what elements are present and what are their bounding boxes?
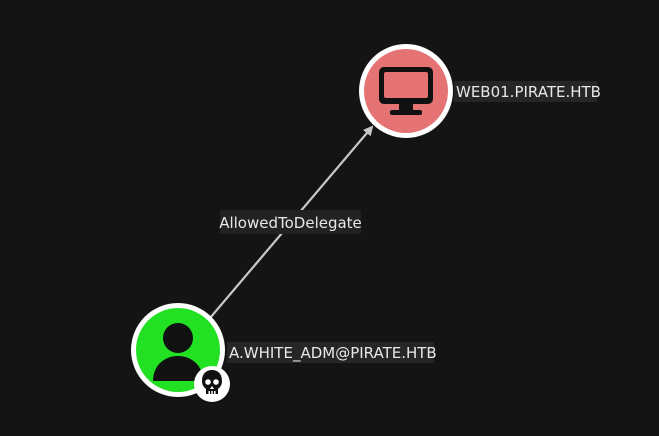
edge-label-background bbox=[220, 210, 361, 234]
edge-label: AllowedToDelegate bbox=[219, 214, 362, 232]
node-label-background bbox=[227, 342, 434, 363]
node-user-a-white-adm[interactable]: A.WHITE_ADM@PIRATE.HTB bbox=[131, 303, 437, 402]
user-icon bbox=[153, 323, 203, 381]
node-label-background bbox=[454, 81, 597, 102]
skull-icon bbox=[194, 366, 230, 402]
node-label: WEB01.PIRATE.HTB bbox=[456, 83, 601, 101]
node-label: A.WHITE_ADM@PIRATE.HTB bbox=[229, 344, 437, 363]
monitor-icon bbox=[379, 67, 433, 115]
node-computer-web01[interactable]: WEB01.PIRATE.HTB bbox=[359, 44, 601, 138]
edge-allowed-to-delegate[interactable]: AllowedToDelegate bbox=[209, 125, 374, 319]
